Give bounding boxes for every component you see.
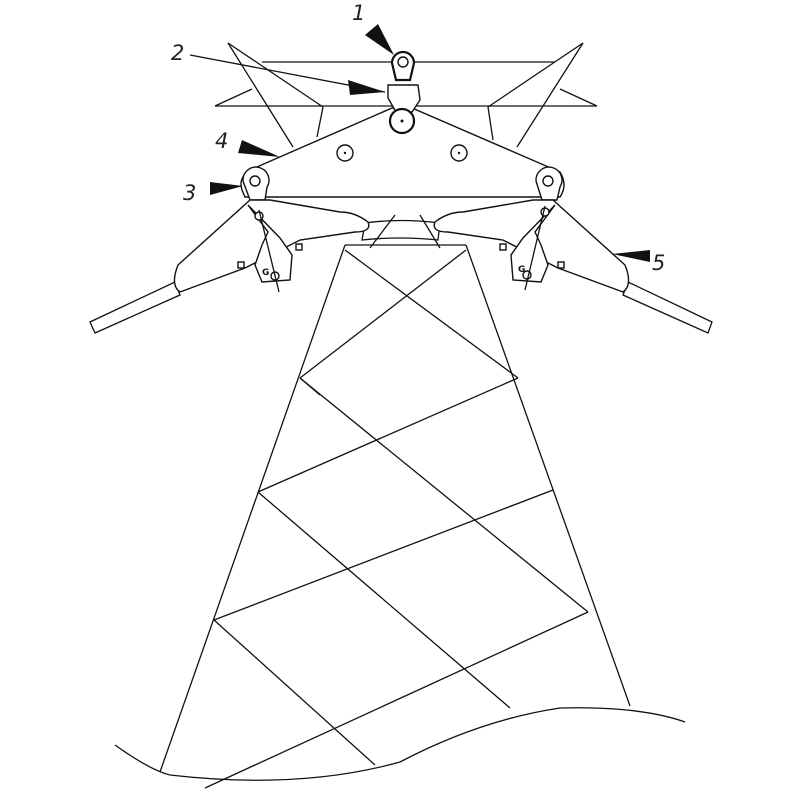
callout-arrows	[189, 24, 650, 262]
shackle	[390, 50, 416, 82]
callout-label-4: 4	[215, 129, 228, 153]
conductor	[89, 219, 713, 334]
callout-label-1: 1	[352, 1, 365, 25]
callout-label-2: 2	[171, 41, 184, 65]
callout-label-3: 3	[183, 181, 196, 205]
clamp-mark: G	[518, 265, 525, 275]
right-clamp: G	[433, 199, 630, 293]
left-clamp: G	[173, 199, 370, 293]
ground-line	[114, 707, 686, 781]
tower-body	[159, 214, 631, 789]
clamp-mark: G	[262, 268, 269, 278]
pivot-pin	[242, 166, 563, 201]
callout-label-5: 5	[652, 251, 665, 275]
swivel-link	[387, 84, 421, 135]
